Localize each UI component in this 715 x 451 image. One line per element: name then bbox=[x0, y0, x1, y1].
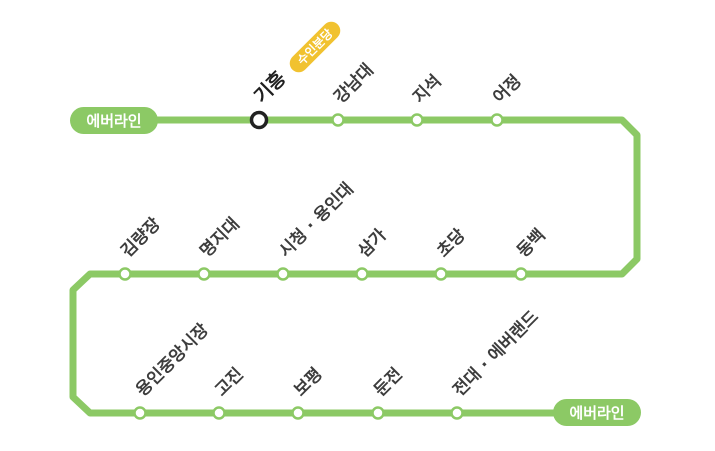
station-label: 시청 · 용인대 bbox=[275, 178, 358, 261]
station-marker bbox=[371, 406, 385, 420]
terminal-end-label: 에버라인 bbox=[569, 404, 624, 422]
station-marker bbox=[410, 113, 424, 127]
station-marker bbox=[490, 113, 504, 127]
station-marker bbox=[291, 406, 305, 420]
station-marker bbox=[276, 267, 290, 281]
station-label: 전대 · 에버랜드 bbox=[449, 307, 543, 401]
terminal-start[interactable]: 에버라인 bbox=[70, 107, 158, 134]
station-marker bbox=[355, 267, 369, 281]
station[interactable]: 시청 · 용인대 bbox=[275, 178, 358, 281]
station[interactable]: 용인중앙시장 bbox=[132, 320, 213, 420]
station-label: 어정 bbox=[489, 71, 525, 107]
station-label: 삼가 bbox=[354, 225, 391, 262]
station[interactable]: 명지대 bbox=[196, 214, 244, 281]
station-marker bbox=[450, 406, 464, 420]
station-label: 동백 bbox=[513, 225, 549, 261]
station-label: 고진 bbox=[211, 364, 247, 400]
station-label: 둔전 bbox=[370, 364, 406, 400]
terminal-end[interactable]: 에버라인 bbox=[553, 399, 641, 426]
station[interactable]: 김량장 bbox=[117, 214, 165, 281]
terminal-start-label: 에버라인 bbox=[86, 112, 141, 130]
station-label: 보평 bbox=[290, 364, 326, 400]
station-marker bbox=[197, 267, 211, 281]
station-label: 초당 bbox=[433, 225, 470, 262]
transfer-line-badge[interactable]: 수인분당 bbox=[286, 18, 344, 76]
station-label: 지석 bbox=[409, 71, 445, 107]
station-marker bbox=[212, 406, 226, 420]
station-marker bbox=[514, 267, 528, 281]
station[interactable]: 전대 · 에버랜드 bbox=[449, 307, 543, 420]
station-label: 김량장 bbox=[117, 214, 165, 262]
station-label: 명지대 bbox=[196, 214, 243, 261]
station-label: 강남대 bbox=[330, 60, 377, 107]
transfer-line-badge-label: 수인분당 bbox=[294, 26, 336, 68]
station-label: 용인중앙시장 bbox=[132, 320, 213, 401]
station[interactable]: 강남대 bbox=[330, 60, 378, 127]
station-marker bbox=[434, 267, 448, 281]
station-marker bbox=[331, 113, 345, 127]
transfer-station-marker bbox=[249, 110, 269, 130]
station-marker bbox=[133, 406, 147, 420]
station-marker bbox=[118, 267, 132, 281]
station-label: 기흥 bbox=[249, 67, 290, 108]
